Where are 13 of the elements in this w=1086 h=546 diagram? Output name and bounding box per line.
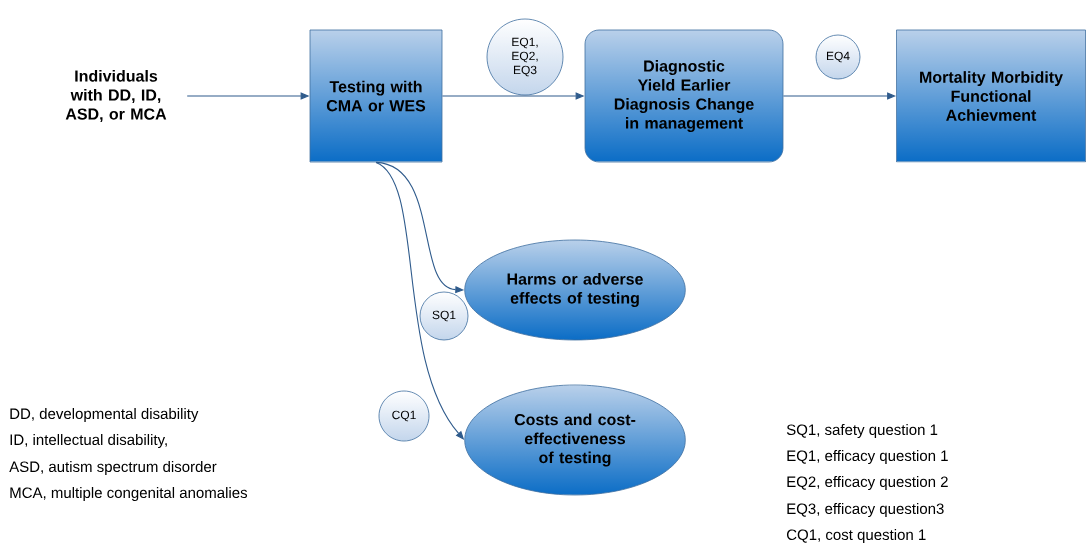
note-text: MCA, multiple congenital anomalies	[10, 487, 248, 501]
note-text: CQ1, cost question 1	[787, 529, 926, 543]
note-text: ID, intellectual disability,	[10, 434, 167, 448]
note-text: SQ1, safety question 1	[786, 424, 938, 438]
note-text: EQ3, efficacy question3	[787, 503, 944, 517]
note-text: DD, developmental disability	[10, 408, 199, 422]
process-box: Diagnostic Yield Earlier Diagnosis Change in management	[584, 29, 784, 163]
note-text: EQ1, efficacy question 1	[787, 450, 948, 464]
input-text: Individuals with DD, ID, ASD, or MCA	[65, 69, 167, 123]
process-box: Testing with CMA or WES	[309, 29, 443, 163]
note-text: ASD, autism spectrum disorder	[9, 461, 217, 475]
note-text: EQ2, efficacy question 2	[787, 476, 948, 490]
process-box: Mortality Morbidity Functional Achievment	[896, 29, 1086, 163]
